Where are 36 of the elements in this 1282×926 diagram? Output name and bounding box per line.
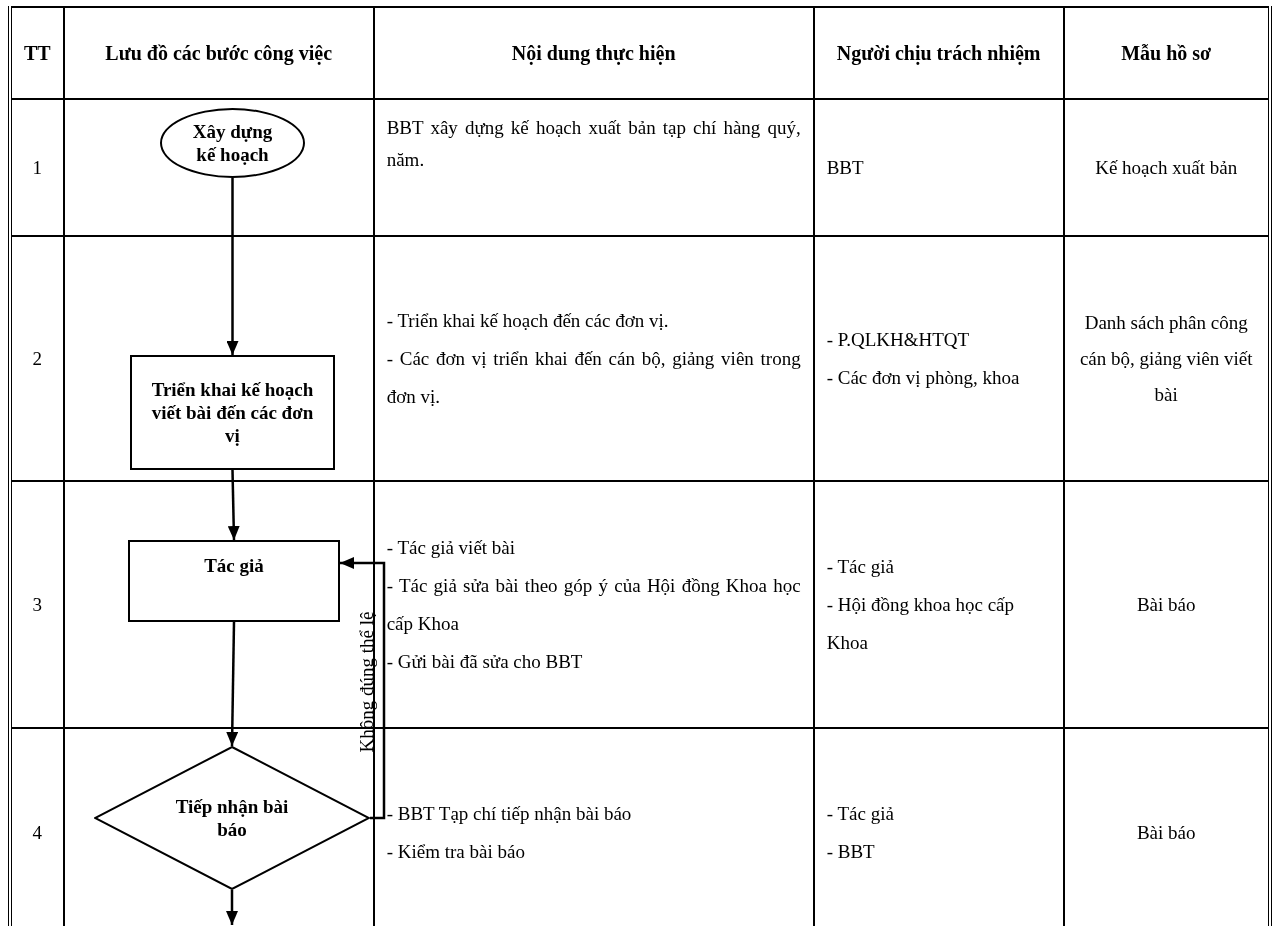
column-header: TT [24, 41, 51, 65]
step-description: - Triển khai kế hoạch đến các đơn vị. [386, 308, 670, 333]
step-description: - Kiểm tra bài báo [386, 840, 526, 864]
column-header: Lưu đồ các bước công việc [104, 41, 334, 65]
step-description: - Các đơn vị triển khai đến cán bộ, giảng viên trong đơn vị. [386, 346, 801, 409]
column-header: Người chịu trách nhiệm [835, 41, 1042, 65]
row-number: 1 [31, 155, 44, 180]
record-form: Kế hoạch xuất bản [1094, 155, 1239, 180]
row-number: 4 [31, 821, 44, 845]
arrow [227, 469, 240, 541]
responsible-party: - Các đơn vị phòng, khoa [826, 365, 1021, 390]
responsible-party: - Tác giả [826, 554, 895, 579]
record-form: Bài báo [1135, 821, 1197, 845]
responsible-party: - Tác giả [826, 802, 895, 826]
record-form: Bài báo [1135, 592, 1197, 617]
step-description: - Tác giả sửa bài theo góp ý của Hội đồng Khoa học cấp Khoa [386, 573, 801, 636]
row-number: 2 [31, 346, 44, 371]
responsible-party: - BBT [826, 840, 876, 864]
arrow [226, 621, 239, 747]
responsible-party: - Hội đồng khoa học cấp Khoa [826, 592, 1015, 655]
step-description: BBT xây dựng kế hoạch xuất bản tạp chí hàng quý, năm. [386, 116, 801, 172]
process-box: Tác giả [128, 540, 340, 622]
record-form: Danh sách phân công cán bộ, giảng viên viết bài [1078, 310, 1254, 407]
column-header: Mẫu hồ sơ [1120, 41, 1213, 65]
arrow [226, 178, 239, 355]
row-number: 3 [31, 592, 44, 617]
process-box: Triển khai kế hoạch viết bài đến các đơn vị [130, 355, 335, 470]
responsible-party: BBT [826, 155, 865, 180]
step-description: - BBT Tạp chí tiếp nhận bài báo [386, 802, 633, 826]
step-description: - Gửi bài đã sửa cho BBT [386, 649, 584, 674]
step-description: - Tác giả viết bài [386, 535, 517, 560]
responsible-party: - P.QLKH&HTQT [826, 327, 971, 352]
start-ellipse: Xây dựng kế hoạch [160, 108, 305, 178]
arrow [226, 890, 238, 925]
arrow [340, 557, 386, 820]
column-header: Nội dung thực hiện [510, 41, 677, 65]
